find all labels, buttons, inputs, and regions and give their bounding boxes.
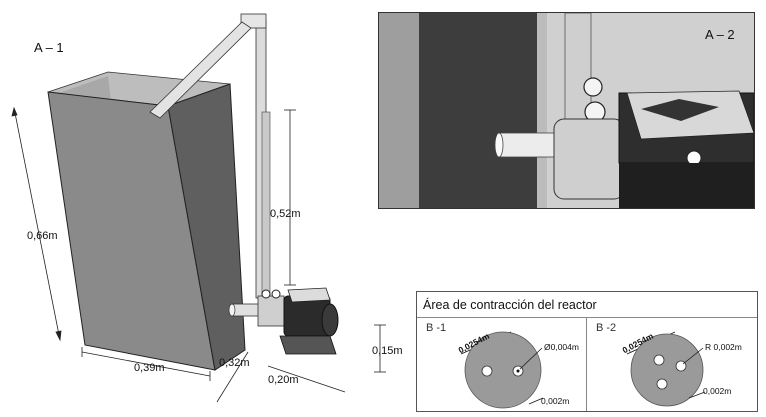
subpanel-b2-label: B -2: [596, 322, 617, 334]
tank-side-face: [167, 83, 246, 371]
dimension-tank-height: [11, 106, 62, 342]
b1-hole-label: Ø0,004m: [544, 342, 579, 352]
contraction-area-title: Área de contracción del reactor: [423, 298, 597, 312]
subpanel-b1-label: B -1: [426, 322, 447, 334]
dimension-pump-height: [374, 324, 386, 373]
dimension-pipe-height: [284, 109, 296, 286]
pump: [228, 287, 339, 355]
pump-height-label: 0,15m: [372, 345, 403, 357]
pump-closeup-panel: A – 2: [378, 12, 755, 209]
b2-hole-label: R 0,002m: [705, 342, 742, 352]
subpanel-b2: B -2 0,0254m R 0,002m 0,002m: [587, 318, 756, 411]
pump-closeup-drawing: [379, 13, 754, 208]
pump-offset-label: 0,20m: [268, 374, 299, 386]
pipe-height-label: 0,52m: [270, 208, 301, 220]
dimension-tank-width: [81, 347, 211, 381]
dimension-tank-depth: [216, 351, 249, 403]
tank-depth-label: 0,32m: [219, 357, 250, 369]
diagonal-pipe: [149, 21, 252, 119]
subpanel-b1: B -1 0,0254m Ø0,004m 0,002m: [417, 318, 587, 411]
disc-b1-drawing: [460, 331, 544, 409]
disc-b2-drawing: [626, 331, 706, 407]
tank-width-label: 0,39m: [134, 362, 165, 374]
tank-height-label: 0,66m: [27, 230, 58, 242]
dimension-pump-offset: [267, 365, 346, 393]
contraction-header-divider: [417, 317, 757, 318]
contraction-area-panel: Área de contracción del reactor B -1 0,0…: [416, 291, 758, 412]
b2-gap-label: 0,002m: [703, 386, 732, 396]
panel-a2-label: A – 2: [705, 27, 735, 42]
b1-gap-label: 0,002m: [541, 396, 570, 406]
panel-a1-label: A – 1: [34, 40, 64, 55]
pipe-elbow: [240, 13, 267, 29]
pipe-sleeve: [261, 111, 271, 298]
